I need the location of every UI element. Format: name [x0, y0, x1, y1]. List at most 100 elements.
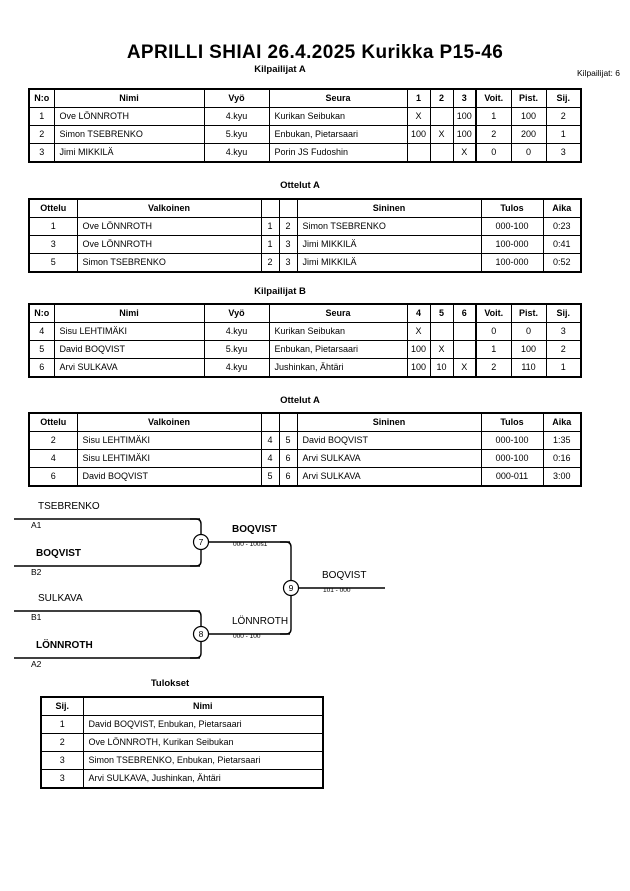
cell-white: David BOQVIST	[76, 467, 262, 487]
bracket-semi2-top-name: SULKAVA	[38, 593, 83, 604]
bracket-match-7-number: 7	[198, 537, 204, 547]
matches-b-caption: Ottelut A	[280, 395, 320, 406]
cell-blue-no: 5	[278, 431, 298, 450]
cell-white-no: 1	[260, 217, 280, 236]
cell-m2: X	[429, 125, 454, 144]
cell-name: Arvi SULKAVA, Jushinkan, Ähtäri	[82, 769, 324, 789]
col-white-no	[260, 412, 280, 432]
cell-points: 100	[510, 107, 547, 126]
col-name: Nimi	[53, 303, 205, 323]
cell-wins: 2	[475, 125, 512, 144]
col-wins: Voit.	[475, 88, 512, 108]
cell-no: 1	[28, 107, 55, 126]
cell-m1: 100	[406, 125, 431, 144]
col-rank: Sij.	[40, 696, 84, 716]
cell-rank: 1	[545, 125, 582, 144]
col-blue-no	[278, 198, 298, 218]
col-name: Nimi	[53, 88, 205, 108]
pool-a-table: N:o Nimi Vyö Seura 1 2 3 Voit. Pist. Sij…	[28, 88, 582, 163]
cell-club: Kurikan Seibukan	[268, 107, 408, 126]
cell-result: 000-011	[480, 467, 544, 487]
cell-blue: Arvi SULKAVA	[296, 467, 482, 487]
table-row: 2 Ove LÖNNROTH, Kurikan Seibukan	[40, 733, 324, 752]
table-row: 3 Ove LÖNNROTH 1 3 Jimi MIKKILÄ 100-000 …	[28, 235, 582, 254]
cell-club: Enbukan, Pietarsaari	[268, 340, 408, 359]
pool-b-caption: Kilpailijat B	[254, 286, 306, 297]
cell-blue: Simon TSEBRENKO	[296, 217, 482, 236]
pool-b-table: N:o Nimi Vyö Seura 4 5 6 Voit. Pist. Sij…	[28, 303, 582, 378]
cell-m3	[452, 322, 477, 341]
col-white: Valkoinen	[76, 412, 262, 432]
table-row: 3 Jimi MIKKILÄ 4.kyu Porin JS Fudoshin X…	[28, 143, 582, 163]
table-row: 6 David BOQVIST 5 6 Arvi SULKAVA 000-011…	[28, 467, 582, 487]
cell-no: 2	[28, 125, 55, 144]
bracket-lines	[14, 518, 385, 659]
cell-white: Sisu LEHTIMÄKI	[76, 449, 262, 468]
cell-belt: 4.kyu	[203, 358, 270, 378]
cell-white: Sisu LEHTIMÄKI	[76, 431, 262, 450]
cell-m3: X	[452, 143, 477, 163]
col-white: Valkoinen	[76, 198, 262, 218]
tournament-bracket: TSEBRENKO A1 BOQVIST B2 7 BOQVIST 000 - …	[0, 495, 630, 675]
cell-belt: 5.kyu	[203, 125, 270, 144]
table-row: 3 Simon TSEBRENKO, Enbukan, Pietarsaari	[40, 751, 324, 770]
bracket-semi2-bottom-seed: A2	[31, 659, 42, 669]
cell-blue: Arvi SULKAVA	[296, 449, 482, 468]
col-points: Pist.	[510, 88, 547, 108]
cell-m2	[429, 107, 454, 126]
cell-name: Sisu LEHTIMÄKI	[53, 322, 205, 341]
col-m1: 4	[406, 303, 431, 323]
col-points: Pist.	[510, 303, 547, 323]
cell-belt: 4.kyu	[203, 107, 270, 126]
col-belt: Vyö	[203, 303, 270, 323]
col-blue: Sininen	[296, 198, 482, 218]
cell-blue: Jimi MIKKILÄ	[296, 235, 482, 254]
cell-points: 200	[510, 125, 547, 144]
matches-a-table: Ottelu Valkoinen Sininen Tulos Aika 1 Ov…	[28, 198, 582, 273]
cell-m2: X	[429, 340, 454, 359]
bracket-semi2-bottom-name: LÖNNROTH	[36, 640, 93, 651]
cell-match-no: 6	[28, 467, 78, 487]
cell-rank: 2	[545, 107, 582, 126]
cell-wins: 0	[475, 322, 512, 341]
results-caption: Tulokset	[150, 678, 190, 689]
cell-result: 000-100	[480, 449, 544, 468]
bracket-semi1-top-seed: A1	[31, 520, 42, 530]
cell-wins: 2	[475, 358, 512, 378]
cell-name: David BOQVIST, Enbukan, Pietarsaari	[82, 715, 324, 734]
table-row: 4 Sisu LEHTIMÄKI 4 6 Arvi SULKAVA 000-10…	[28, 449, 582, 468]
cell-rank: 3	[40, 751, 84, 770]
cell-time: 0:23	[542, 217, 582, 236]
cell-club: Porin JS Fudoshin	[268, 143, 408, 163]
cell-time: 1:35	[542, 431, 582, 450]
page-title: APRILLI SHIAI 26.4.2025 Kurikka P15-46	[126, 42, 504, 63]
cell-name: Simon TSEBRENKO, Enbukan, Pietarsaari	[82, 751, 324, 770]
col-no: N:o	[28, 303, 55, 323]
cell-points: 0	[510, 322, 547, 341]
bracket-semi1-winner: BOQVIST	[232, 524, 278, 535]
cell-time: 0:16	[542, 449, 582, 468]
col-name: Nimi	[82, 696, 324, 716]
cell-time: 0:41	[542, 235, 582, 254]
cell-name: David BOQVIST	[53, 340, 205, 359]
col-blue-no	[278, 412, 298, 432]
col-result: Tulos	[480, 198, 544, 218]
cell-m3: X	[452, 358, 477, 378]
col-time: Aika	[542, 198, 582, 218]
col-m2: 2	[429, 88, 454, 108]
cell-m1: X	[406, 322, 431, 341]
cell-time: 0:52	[542, 253, 582, 273]
cell-no: 3	[28, 143, 55, 163]
cell-belt: 4.kyu	[203, 322, 270, 341]
results-table: Sij. Nimi 1 David BOQVIST, Enbukan, Piet…	[40, 696, 324, 789]
table-row: 6 Arvi SULKAVA 4.kyu Jushinkan, Ähtäri 1…	[28, 358, 582, 378]
cell-white: Ove LÖNNROTH	[76, 235, 262, 254]
cell-rank: 3	[545, 143, 582, 163]
col-club: Seura	[268, 88, 408, 108]
col-rank: Sij.	[545, 303, 582, 323]
cell-wins: 1	[475, 107, 512, 126]
table-row: 1 Ove LÖNNROTH 4.kyu Kurikan Seibukan X …	[28, 107, 582, 126]
cell-name: Jimi MIKKILÄ	[53, 143, 205, 163]
cell-wins: 0	[475, 143, 512, 163]
cell-white: Ove LÖNNROTH	[76, 217, 262, 236]
